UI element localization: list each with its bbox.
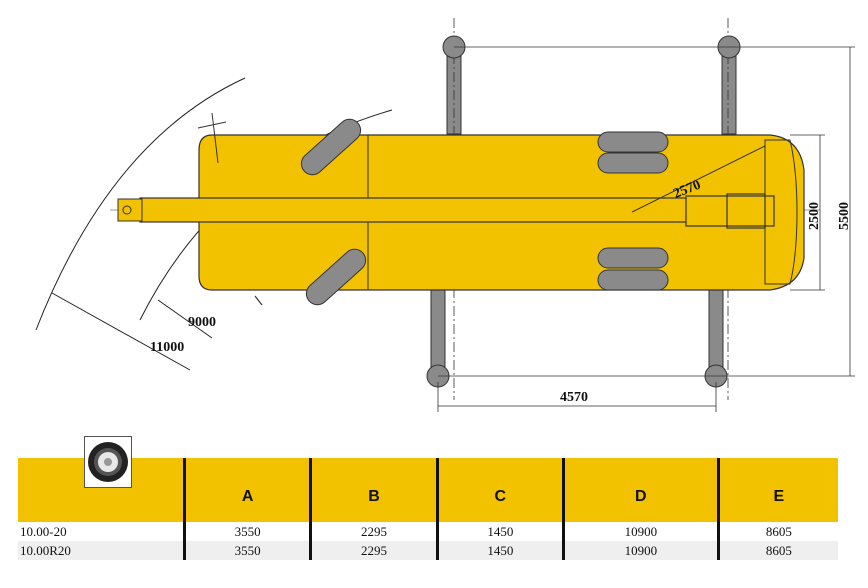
front-tire-top — [300, 118, 362, 176]
tire-spec-table: A B C D E 10.00-20 3550 2295 1450 10900 … — [18, 458, 838, 560]
cell-b: 2295 — [309, 541, 438, 560]
label-outrigger-span: 4570 — [560, 390, 588, 405]
rear-tire-2 — [597, 152, 669, 174]
tire-icon — [84, 436, 132, 488]
hook-block — [122, 205, 132, 215]
label-width-retracted: 2500 — [807, 202, 822, 230]
front-tire-bottom — [305, 248, 367, 306]
boom-main — [139, 197, 691, 223]
mirror-top — [197, 112, 227, 164]
inner-dim-line — [157, 299, 213, 339]
label-radius-outer: 11000 — [150, 340, 184, 355]
label-width-extended: 5500 — [837, 202, 852, 230]
outrigger-rear-top — [721, 47, 737, 135]
outer-dim-line — [51, 292, 191, 371]
rear-tire-1 — [597, 131, 669, 153]
tail-radius-line — [631, 145, 766, 213]
cell-a: 3550 — [182, 522, 311, 541]
boom-pivot — [726, 193, 766, 229]
cell-d: 10900 — [561, 522, 719, 541]
header-c: C — [435, 458, 564, 522]
table-row: 10.00-20 3550 2295 1450 10900 8605 — [18, 522, 838, 541]
label-radius-inner: 9000 — [188, 315, 216, 330]
rear-tire-4 — [597, 269, 669, 291]
cell-tire: 10.00R20 — [18, 541, 185, 560]
rear-tire-3 — [597, 247, 669, 269]
header-b: B — [309, 458, 438, 522]
crane-top-view-diagram: 11000 9000 2570 2500 5500 4570 — [35, 18, 855, 412]
cell-e: 8605 — [716, 541, 838, 560]
boom-head — [117, 198, 143, 222]
boom-base — [685, 195, 775, 227]
table-header-row: A B C D E — [18, 458, 838, 522]
cell-tire: 10.00-20 — [18, 522, 185, 541]
cell-d: 10900 — [561, 541, 719, 560]
cell-c: 1450 — [435, 522, 564, 541]
cell-e: 8605 — [716, 522, 838, 541]
cell-a: 3550 — [182, 541, 311, 560]
table-row: 10.00R20 3550 2295 1450 10900 8605 — [18, 541, 838, 560]
cell-c: 1450 — [435, 541, 564, 560]
header-e: E — [716, 458, 838, 522]
cab-window — [764, 139, 798, 285]
cell-b: 2295 — [309, 522, 438, 541]
outer-swing-arc — [35, 77, 246, 331]
header-d: D — [561, 458, 719, 522]
header-a: A — [182, 458, 311, 522]
mirror-bottom — [254, 295, 263, 306]
